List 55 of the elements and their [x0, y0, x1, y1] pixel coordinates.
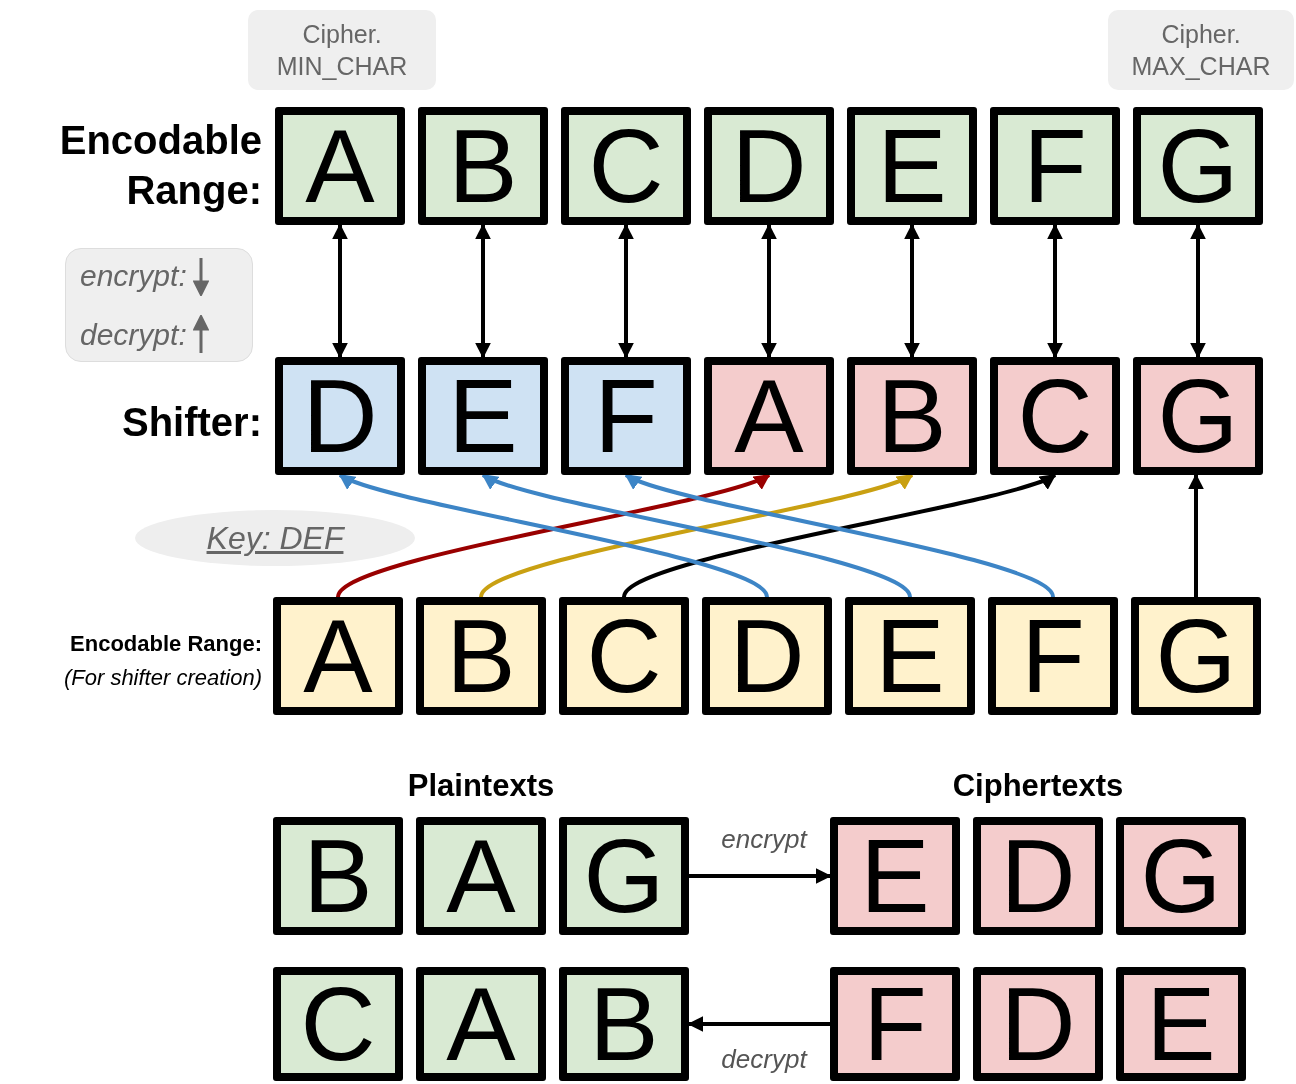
row-label: Shifter:: [121, 399, 262, 446]
letter-box: F: [561, 357, 691, 475]
letter-box: F: [830, 967, 960, 1081]
letter-box: C: [273, 967, 403, 1081]
letter-box: E: [1116, 967, 1246, 1081]
letter-box: F: [990, 107, 1120, 225]
letter-box: E: [847, 107, 977, 225]
edge-label: decrypt: [720, 1046, 809, 1072]
arrow: [475, 223, 491, 359]
letter-box: B: [273, 817, 403, 935]
letter-box: A: [416, 967, 546, 1081]
arrow: [1047, 223, 1063, 359]
group-heading: Ciphertexts: [951, 767, 1125, 805]
letter-box: A: [704, 357, 834, 475]
letter-box: C: [561, 107, 691, 225]
letter-box: B: [418, 107, 548, 225]
letter-box: B: [416, 597, 546, 715]
direction-label: decrypt:: [80, 317, 187, 353]
letter-box: G: [559, 817, 689, 935]
row-label: Encodable Range:: [58, 117, 262, 214]
letter-box: D: [973, 967, 1103, 1081]
letter-box: D: [275, 357, 405, 475]
letter-box: E: [418, 357, 548, 475]
arrow: [761, 223, 777, 359]
arrow: [1188, 473, 1204, 597]
letter-box: D: [973, 817, 1103, 935]
letter-box: D: [702, 597, 832, 715]
note-box: Cipher. MIN_CHAR: [248, 10, 436, 90]
letter-box: G: [1116, 817, 1246, 935]
letter-box: C: [990, 357, 1120, 475]
edge-label: encrypt: [720, 826, 809, 852]
arrow: [904, 223, 920, 359]
letter-box: D: [704, 107, 834, 225]
letter-box: G: [1133, 107, 1263, 225]
row-note: (For shifter creation): [62, 664, 262, 692]
letter-box: B: [847, 357, 977, 475]
row-label: Encodable Range:: [69, 630, 262, 658]
arrow: [332, 223, 348, 359]
letter-box: G: [1133, 357, 1263, 475]
note-box: Cipher. MAX_CHAR: [1108, 10, 1294, 90]
letter-box: B: [559, 967, 689, 1081]
arrow: [618, 223, 634, 359]
letter-box: C: [559, 597, 689, 715]
letter-box: G: [1131, 597, 1261, 715]
direction-label: encrypt:: [80, 258, 187, 294]
letter-box: A: [416, 817, 546, 935]
group-heading: Plaintexts: [406, 767, 556, 805]
letter-box: E: [830, 817, 960, 935]
key-ellipse: Key: DEF: [135, 510, 415, 566]
arrow: [689, 868, 832, 884]
arrow: [1190, 223, 1206, 359]
letter-box: E: [845, 597, 975, 715]
letter-box: F: [988, 597, 1118, 715]
letter-box: A: [275, 107, 405, 225]
letter-box: A: [273, 597, 403, 715]
